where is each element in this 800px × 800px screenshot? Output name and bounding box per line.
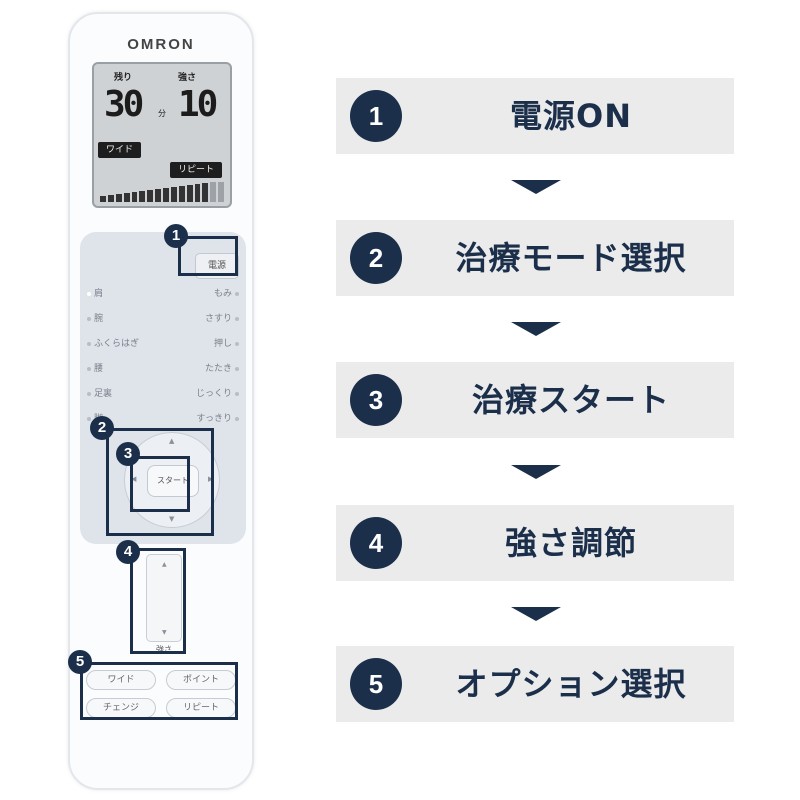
lcd-remaining-label: 残り <box>114 73 133 83</box>
callout-4: 4 <box>116 540 140 564</box>
lcd-remaining-unit: 分 <box>158 109 166 118</box>
callout-box-1 <box>178 236 238 276</box>
down-arrow-icon <box>511 322 561 336</box>
body-part-item[interactable]: ふくらはぎ <box>84 336 139 349</box>
callout-3: 3 <box>116 442 140 466</box>
step-label: 強さ調節 <box>504 524 637 562</box>
step-3: 3 治療スタート <box>336 362 734 438</box>
callout-2: 2 <box>90 416 114 440</box>
step-label: 治療スタート <box>471 381 670 419</box>
strength-up-icon[interactable]: ▲ <box>162 561 167 568</box>
step-number: 5 <box>350 658 402 710</box>
lcd-wide-tag: ワイド <box>98 142 142 158</box>
arrow-down-icon[interactable]: ▼ <box>169 515 175 523</box>
arrow-right-icon[interactable]: ▶ <box>208 475 214 483</box>
mode-item[interactable]: たたき <box>205 361 242 374</box>
step-5: 5 オプション選択 <box>336 646 734 722</box>
step-number: 4 <box>350 517 402 569</box>
start-button[interactable]: スタート <box>147 465 199 497</box>
body-part-item[interactable]: 肩 <box>84 286 103 299</box>
down-arrow-icon <box>511 607 561 621</box>
wide-button[interactable]: ワイド <box>86 670 156 690</box>
lcd-remaining-value: 30 <box>104 84 144 125</box>
step-label: 電源ON <box>510 97 632 135</box>
step-4: 4 強さ調節 <box>336 505 734 581</box>
lcd-repeat-tag: リピート <box>170 162 223 178</box>
step-label: 治療モード選択 <box>455 239 687 277</box>
callout-box-3 <box>130 456 190 512</box>
arrow-up-icon[interactable]: ▲ <box>169 437 175 445</box>
step-number: 2 <box>350 232 402 284</box>
mode-item[interactable]: 押し <box>214 336 242 349</box>
down-arrow-icon <box>511 465 561 479</box>
down-arrow-icon <box>511 180 561 194</box>
strength-label: 強さ <box>156 645 172 654</box>
step-1: 1 電源ON <box>336 78 734 154</box>
body-part-item[interactable]: 腰 <box>84 361 103 374</box>
callout-box-2 <box>106 428 214 536</box>
strength-down-icon[interactable]: ▼ <box>162 629 167 636</box>
lcd-level-bars <box>100 182 224 202</box>
lcd-display: 残り 強さ 30 分 10 ワイド リピート <box>92 62 232 208</box>
lcd-strength-value: 10 <box>178 84 218 125</box>
callout-box-5 <box>80 662 238 720</box>
mode-item[interactable]: じっくり <box>196 386 242 399</box>
mode-item[interactable]: もみ <box>214 286 242 299</box>
brand-logo: OMRON <box>127 36 195 53</box>
lcd-strength-label: 強さ <box>178 73 197 83</box>
callout-1: 1 <box>164 224 188 248</box>
mode-item[interactable]: すっきり <box>196 411 242 424</box>
body-part-item[interactable]: 腕 <box>84 311 103 324</box>
callout-box-4 <box>130 548 186 654</box>
step-2: 2 治療モード選択 <box>336 220 734 296</box>
arrow-left-icon[interactable]: ◀ <box>131 475 137 483</box>
step-number: 3 <box>350 374 402 426</box>
remote-control: OMRON 残り 強さ 30 分 10 ワイド リピート 電源 肩 腕 ふくらは… <box>68 12 254 790</box>
body-part-item[interactable]: 足裏 <box>84 386 112 399</box>
direction-pad[interactable]: ▲ ▼ ◀ ▶ スタート <box>124 432 220 528</box>
mode-item[interactable]: さすり <box>205 311 242 324</box>
step-label: オプション選択 <box>455 665 687 703</box>
callout-5: 5 <box>68 650 92 674</box>
step-number: 1 <box>350 90 402 142</box>
point-button[interactable]: ポイント <box>166 670 236 690</box>
strength-rocker[interactable]: ▲ ▼ <box>146 554 182 642</box>
